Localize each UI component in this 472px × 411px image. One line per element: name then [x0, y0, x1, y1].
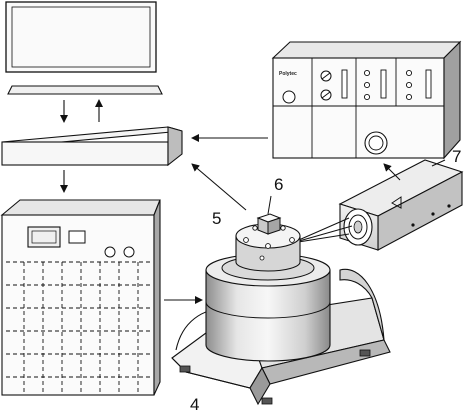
amplifier-display	[27, 226, 61, 248]
accelerometer-sensor	[256, 213, 282, 235]
laser-vibrometer-head	[338, 159, 464, 251]
monitor	[5, 1, 163, 95]
monitor-stand	[7, 85, 163, 95]
amplifier-vent-grid	[6, 261, 150, 392]
label-7: 7	[452, 147, 461, 166]
monitor-screen	[5, 1, 157, 73]
electrodynamic-shaker	[171, 213, 391, 406]
signal-arrows	[60, 99, 401, 304]
amplifier-knob-2	[123, 246, 135, 258]
shaker-body	[205, 269, 331, 362]
power-amplifier-cabinet	[0, 199, 161, 396]
amplifier-button	[68, 230, 86, 244]
arrow-sensor-to-daq	[191, 163, 247, 211]
controller-brand-logo: Polytec	[279, 71, 297, 77]
vibrometer-controller: Polytec	[271, 40, 462, 160]
laser-beams	[291, 217, 353, 244]
data-acquisition-unit	[1, 126, 183, 167]
arrow-laser-to-controller	[383, 163, 401, 181]
label-6: 6	[274, 175, 283, 194]
amplifier-knob-1	[104, 246, 116, 258]
label-4: 4	[190, 395, 199, 411]
label-5: 5	[212, 209, 221, 228]
